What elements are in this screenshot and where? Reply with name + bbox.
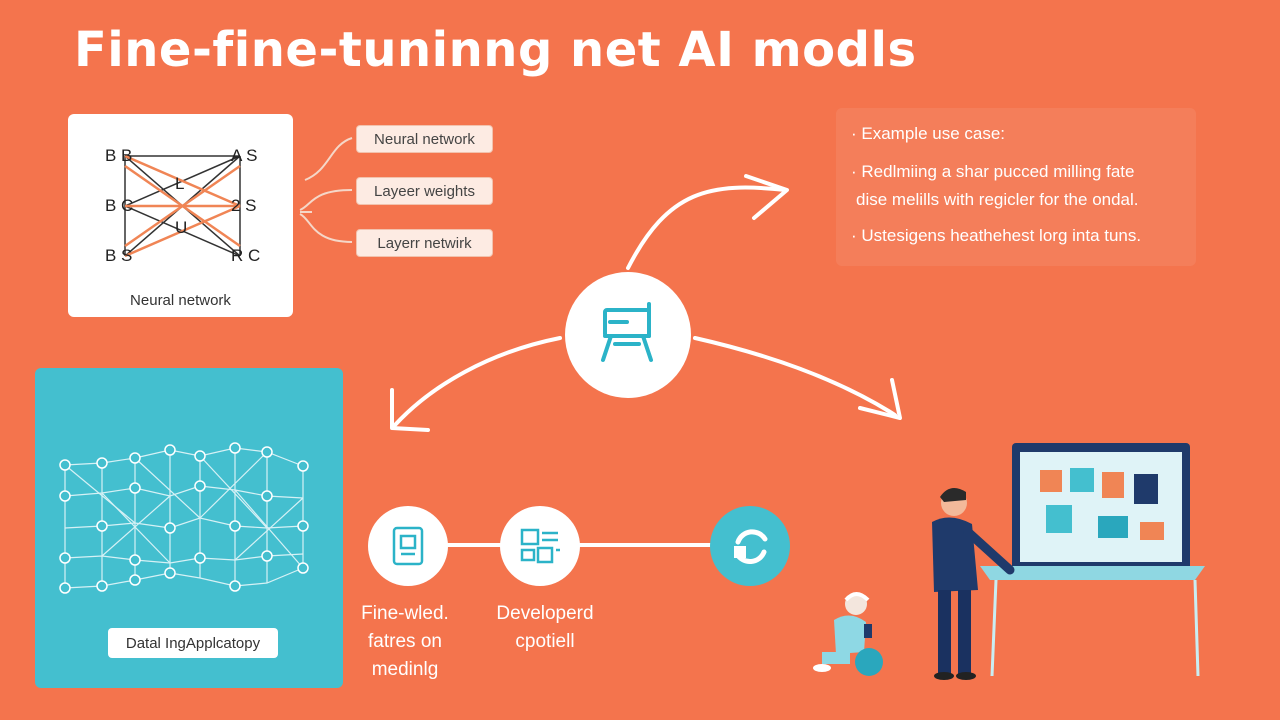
use-case-line-1: · Redlmiing a shar pucced milling fate [851, 162, 1135, 181]
step-2-line-2: cpotiell [515, 631, 575, 652]
step-1-line-1: Fine-wled. [361, 603, 449, 624]
step-1-circle [368, 506, 448, 586]
desk [980, 566, 1205, 580]
step-1-line-3: medinlg [371, 659, 439, 680]
document-icon [392, 526, 424, 566]
standing-person [932, 488, 1015, 680]
step-2-circle [500, 506, 580, 586]
model-hub [565, 272, 691, 398]
node-label-left-3: B S [105, 246, 133, 265]
step-2-text: Developerd cpotiell [478, 600, 612, 656]
monitor [1012, 443, 1190, 571]
arrow-to-data [393, 336, 562, 427]
node-label-left-1: B B [105, 146, 133, 165]
step-2-line-1: Developerd [496, 603, 594, 624]
pill-layer-weights: Layeer weights [356, 177, 493, 205]
node-label-right-3: R C [231, 246, 261, 265]
monitor-screen [1020, 452, 1182, 562]
data-application-label: Datal IngApplcatopy [108, 628, 278, 658]
computer-chair-icon [601, 302, 653, 362]
step-1-line-2: fatres on [368, 631, 442, 652]
screen-tiles [1040, 468, 1164, 540]
node-label-center-1: L [175, 174, 185, 193]
use-case-line-3: · Ustesigens heathehest lorg inta tuns. [851, 226, 1142, 245]
arrow-to-use-case [626, 185, 787, 270]
crouching-person [813, 592, 883, 676]
page-title: Fine-fine-tuninng net AI modls [74, 22, 917, 78]
node-graph [59, 442, 309, 594]
neural-network-card: B B B C B S A S 2 S R C L U Neural netwo… [68, 114, 293, 317]
node-label-right-2: 2 S [231, 196, 257, 215]
use-case-line-2: dise melills with regicler for the ondal… [856, 190, 1139, 209]
pill-neural-network: Neural network [356, 125, 493, 153]
node-label-right-1: A S [231, 146, 258, 165]
step-3-circle [710, 506, 790, 586]
use-case-heading: · Example use case: [851, 124, 1006, 143]
node-label-center-2: U [175, 218, 188, 237]
data-panel: Datal IngApplcatopy [35, 368, 343, 688]
use-case-box: · Example use case: · Redlmiing a shar p… [836, 108, 1196, 266]
dashboard-icon [520, 528, 560, 564]
refresh-icon [734, 529, 768, 565]
step-1-text: Fine-wled. fatres on medinlg [340, 600, 470, 684]
pill-layer-network: Layerr netwirk [356, 229, 493, 257]
node-label-left-2: B C [105, 196, 134, 215]
arrow-to-workstation [693, 336, 897, 417]
network-connections [124, 154, 241, 258]
neural-network-caption: Neural network [130, 292, 231, 309]
